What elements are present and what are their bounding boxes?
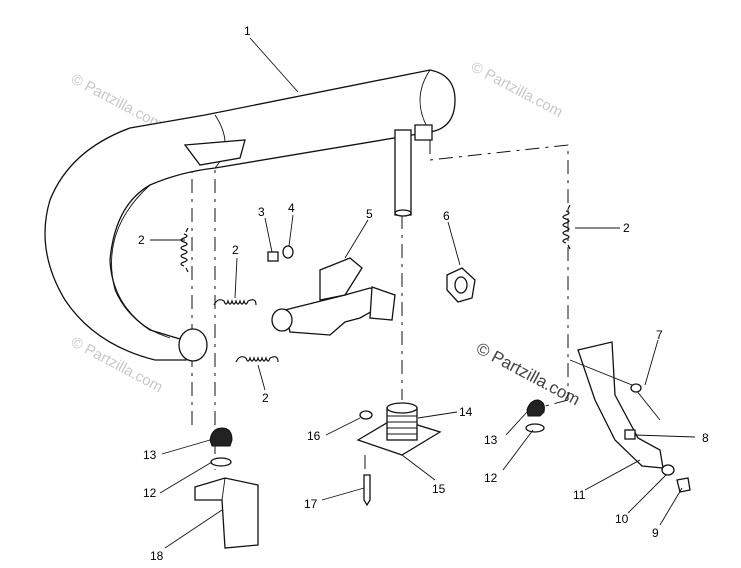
leader-9 [659,487,683,526]
nut-and-washer [267,245,294,262]
leader-2b [234,257,238,299]
muffler [44,69,456,362]
muffler-hanger [414,124,433,141]
callout-16: 16 [307,429,321,443]
watermark-center-right: © Partzilla.com [473,339,583,410]
rubber-mount-13-right [526,399,545,417]
leader-18 [164,509,223,549]
callout-3: 3 [258,205,265,219]
leader-lines [150,37,696,549]
leader-3 [264,217,273,253]
exhaust-manifold [271,257,396,336]
watermark-top-right: © Partzilla.com [468,59,565,121]
callout-7: 7 [656,328,663,342]
tailpipe [394,129,412,216]
spring-left-vertical [180,227,189,273]
spring-right-vertical [562,204,571,250]
cable-end-7 [630,383,642,393]
leader-8 [634,434,696,438]
callout-8: 8 [702,431,709,445]
callout-15: 15 [432,482,446,496]
leader-16 [325,417,361,436]
left-bracket-assembly [194,427,259,549]
callout-2-right: 2 [623,221,630,235]
callout-14: 14 [459,405,473,419]
callout-13-right: 13 [484,433,498,447]
leader-10 [627,474,667,514]
leader-15 [401,454,436,481]
washer-16 [359,410,373,420]
stud-17 [363,474,371,507]
callout-4: 4 [288,201,295,215]
callout-9: 9 [652,526,659,540]
callout-5: 5 [366,207,373,221]
leader-13b [505,411,528,436]
callout-10: 10 [615,512,629,526]
bolt-9 [676,477,691,493]
manifold-upper-port [319,257,363,301]
callout-2-left: 2 [138,233,145,247]
washer-12-left [210,457,232,467]
leader-11 [584,459,641,491]
grommet-top [386,402,418,414]
leader-5 [344,219,369,259]
callout-11: 11 [573,488,586,502]
nut-8 [624,429,636,440]
callout-6: 6 [443,209,450,223]
gasket [446,267,476,303]
callout-17: 17 [304,497,318,511]
callout-labels: 1 2 2 2 2 3 4 5 6 7 8 9 10 11 12 12 13 1… [138,24,709,563]
spring-lower-middle [235,356,279,363]
muffler-inner-curve [111,184,171,339]
leader-12b [502,429,534,471]
washer [282,245,294,259]
callout-13-left: 13 [143,448,157,462]
nut [267,251,279,262]
center-mount [356,402,442,507]
watermark-top-left: © Partzilla.com [68,71,165,133]
leader-6 [447,221,461,266]
washer-12-right [525,423,545,433]
springs [180,204,571,363]
leader-12a [159,461,213,494]
grommet-ribs [387,415,417,435]
callout-12-left: 12 [143,486,157,500]
spring-upper-middle [213,299,257,306]
leader-4 [288,214,294,247]
callout-1: 1 [244,24,251,38]
leader-13a [161,439,211,455]
callout-18: 18 [150,549,164,563]
leader-17 [321,487,365,501]
manifold-flange [369,286,396,321]
spacer-10 [661,464,675,476]
rubber-mount-13-left [209,427,233,447]
tailpipe-end [394,209,412,217]
assembly-line-right [429,140,569,400]
leader-14 [417,411,458,419]
leader-2c [257,364,266,391]
gasket-hole [454,276,468,294]
bracket-18-edge [221,477,226,501]
muffler-inlet [178,328,208,362]
callout-2-upper: 2 [232,243,239,257]
bracket-18 [194,477,259,549]
callout-2-lower: 2 [262,391,269,405]
muffler-body [44,69,456,361]
callout-12-right: 12 [484,471,498,485]
bracket-11 [577,341,664,469]
leader-1 [249,37,299,93]
muffler-bracket [183,139,246,166]
right-bracket-assembly [525,341,691,493]
leader-7 [644,339,659,386]
manifold-outlet [271,308,293,332]
rubber-grommet [386,407,418,441]
